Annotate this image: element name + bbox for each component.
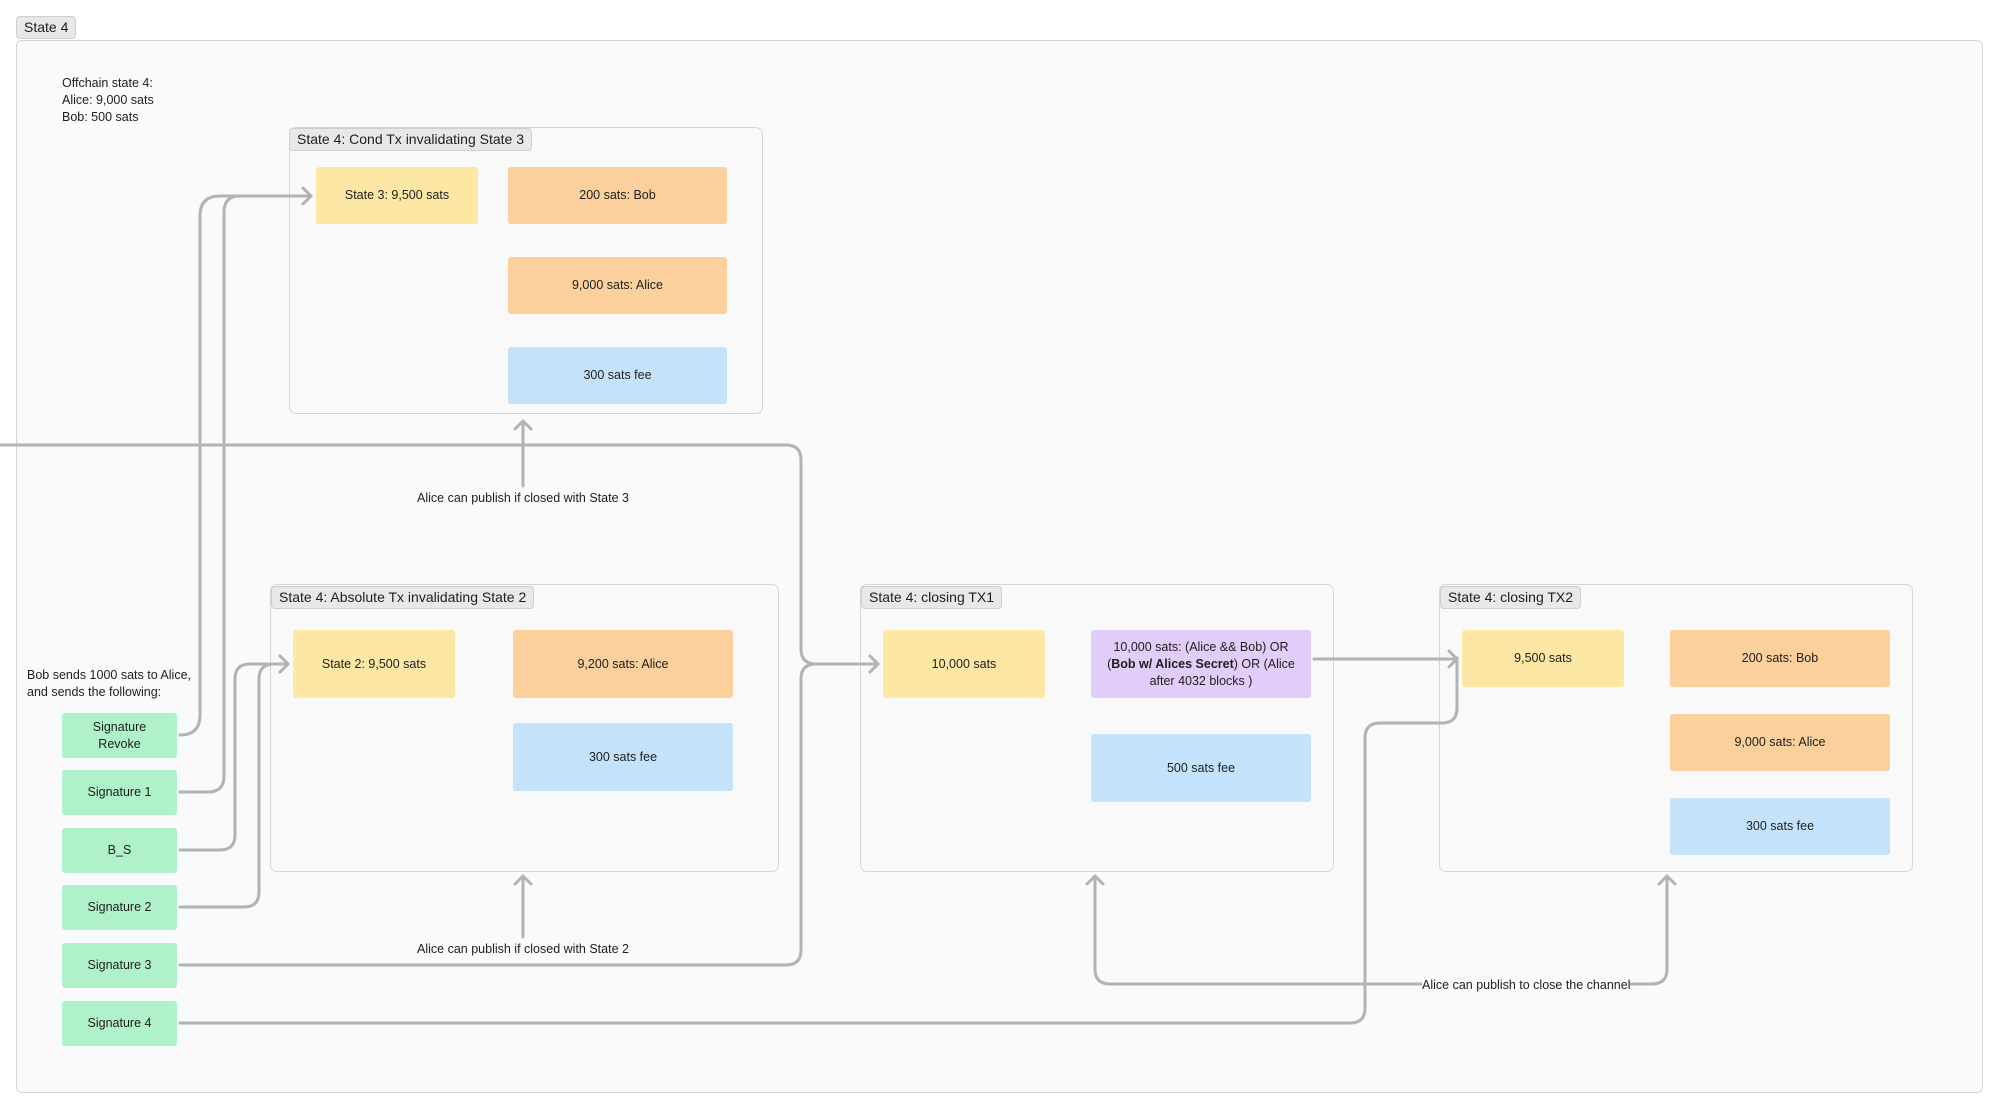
signature-2: Signature 2 — [62, 885, 177, 930]
connector-sig-2 — [178, 662, 290, 909]
offchain-note-line: Alice: 9,000 sats — [62, 93, 154, 107]
closing-tx1-fee: 500 sats fee — [1091, 734, 1311, 802]
arrowhead — [1085, 874, 1105, 886]
closing-tx2-title: State 4: closing TX2 — [1440, 586, 1582, 609]
offchain-state-note: Offchain state 4: Alice: 9,000 sats Bob:… — [62, 75, 154, 126]
connector-b-s — [178, 662, 290, 852]
publish-state2-label: Alice can publish if closed with State 2 — [413, 941, 633, 957]
closing-tx1-title: State 4: closing TX1 — [861, 586, 1003, 609]
cond-tx-input: State 3: 9,500 sats — [316, 167, 478, 224]
publish-state3-label: Alice can publish if closed with State 3 — [413, 490, 633, 506]
cond-tx-output-alice: 9,000 sats: Alice — [508, 257, 727, 314]
connector-sig-4 — [178, 656, 1459, 1025]
abs-tx-title: State 4: Absolute Tx invalidating State … — [271, 586, 535, 609]
signature-4: Signature 4 — [62, 1001, 177, 1046]
state-4-frame-title: State 4 — [16, 16, 77, 39]
arrowhead — [301, 186, 313, 206]
signature-1: Signature 1 — [62, 770, 177, 815]
closing-tx2-fee: 300 sats fee — [1670, 798, 1890, 855]
connector-sig-1 — [178, 194, 313, 794]
arrowhead — [513, 874, 533, 886]
script-part: 10,000 sats: (Alice && Bob) OR ( — [1107, 640, 1289, 671]
connector-publish-close — [1093, 874, 1669, 986]
bob-sends-note: Bob sends 1000 sats to Alice, and sends … — [27, 667, 191, 701]
arrowhead — [1447, 649, 1459, 669]
connector-sig-revoke — [178, 194, 313, 737]
offchain-note-line: Bob: 500 sats — [62, 110, 139, 124]
abs-tx-input: State 2: 9,500 sats — [293, 630, 455, 698]
arrowhead — [1657, 874, 1677, 886]
signature-revoke: Signature Revoke — [62, 713, 177, 758]
script-part: ) OR (Alice after 4032 blocks ) — [1149, 657, 1295, 688]
offchain-note-line: Offchain state 4: — [62, 76, 153, 90]
abs-tx-fee: 300 sats fee — [513, 723, 733, 791]
script-part-bold: Bob w/ Alices Secret — [1111, 657, 1234, 671]
bob-note-line: and sends the following: — [27, 685, 162, 699]
arrowhead — [513, 419, 533, 431]
connector-offscreen-to-tx1 — [0, 443, 880, 666]
bob-note-line: Bob sends 1000 sats to Alice, — [27, 668, 191, 682]
arrowhead — [868, 654, 880, 674]
connector-sig-3 — [178, 662, 880, 967]
signature-3: Signature 3 — [62, 943, 177, 988]
cond-tx-output-bob: 200 sats: Bob — [508, 167, 727, 224]
cond-tx-fee: 300 sats fee — [508, 347, 727, 404]
closing-tx1-input: 10,000 sats — [883, 630, 1045, 698]
cond-tx-title: State 4: Cond Tx invalidating State 3 — [289, 128, 532, 151]
closing-tx1-script-output: 10,000 sats: (Alice && Bob) OR (Bob w/ A… — [1091, 630, 1311, 698]
publish-close-label: Alice can publish to close the channel — [1422, 977, 1631, 993]
signature-b-s: B_S — [62, 828, 177, 873]
closing-tx2-output-bob: 200 sats: Bob — [1670, 630, 1890, 687]
closing-tx2-input: 9,500 sats — [1462, 630, 1624, 687]
arrowhead — [278, 654, 290, 674]
abs-tx-output-alice: 9,200 sats: Alice — [513, 630, 733, 698]
closing-tx2-output-alice: 9,000 sats: Alice — [1670, 714, 1890, 771]
